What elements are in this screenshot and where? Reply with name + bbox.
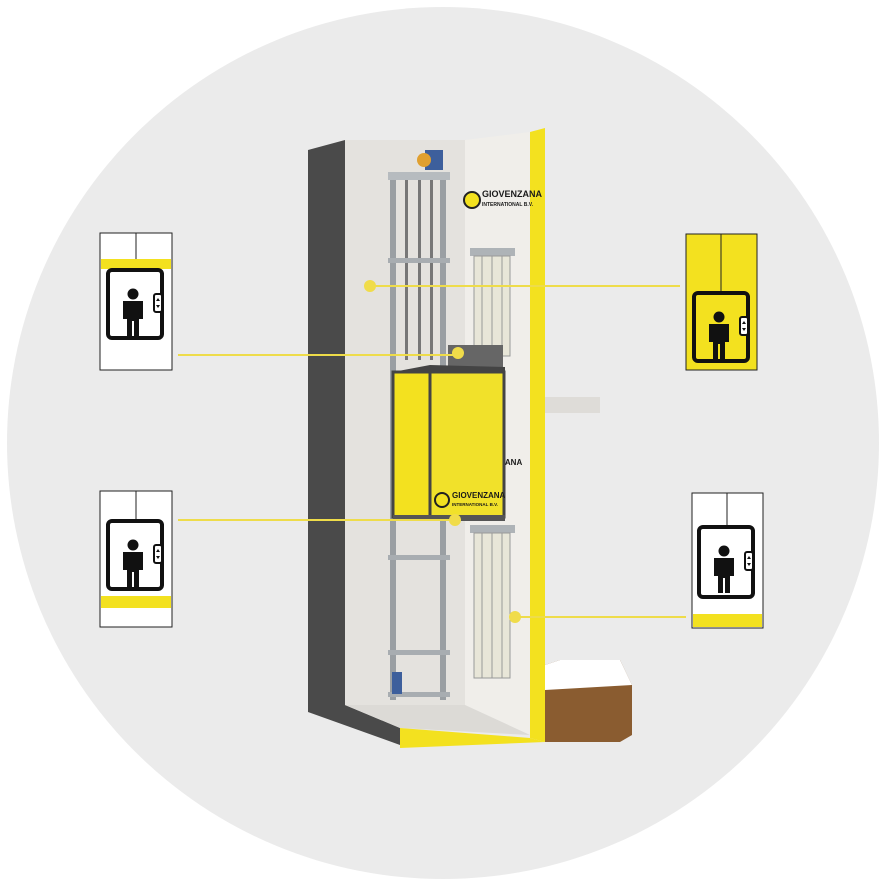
elevator-shaft: GIOVENZANA INTERNATIONAL B.V. ZANA GIOVE… (308, 128, 632, 748)
elevator-pit-icon[interactable] (691, 492, 764, 629)
wall-logo-name: GIOVENZANA (482, 189, 543, 199)
wall-logo-partial: ZANA (500, 458, 522, 467)
floor (345, 705, 530, 735)
yellow-edge-right (530, 128, 545, 742)
wall-logo-subtitle: INTERNATIONAL B.V. (482, 202, 534, 208)
callout-dot-cabin-bottom[interactable] (449, 514, 461, 526)
landing-door-upper (470, 248, 515, 357)
buffer (392, 672, 402, 694)
callout-lines (178, 285, 686, 618)
elevator-full-icon[interactable] (685, 233, 758, 371)
landing-slab (545, 397, 600, 413)
callout-dot-cabin-top[interactable] (452, 347, 464, 359)
yellow-edge-bottom (400, 728, 545, 748)
elevator-cabin: GIOVENZANA INTERNATIONAL B.V. (391, 345, 506, 521)
callout-dot-pit[interactable] (509, 611, 521, 623)
wall-logo: GIOVENZANA INTERNATIONAL B.V. (463, 189, 543, 209)
landing-door-lower (470, 525, 515, 679)
cabin-logo-name: GIOVENZANA (452, 491, 506, 500)
callout-dot-shaft[interactable] (364, 280, 376, 292)
cabin-logo-subtitle: INTERNATIONAL B.V. (452, 502, 498, 507)
elevator-top-icon[interactable] (99, 232, 173, 371)
left-wall (308, 140, 400, 745)
elevator-cabin-icon[interactable] (99, 490, 173, 628)
motor (425, 150, 443, 170)
